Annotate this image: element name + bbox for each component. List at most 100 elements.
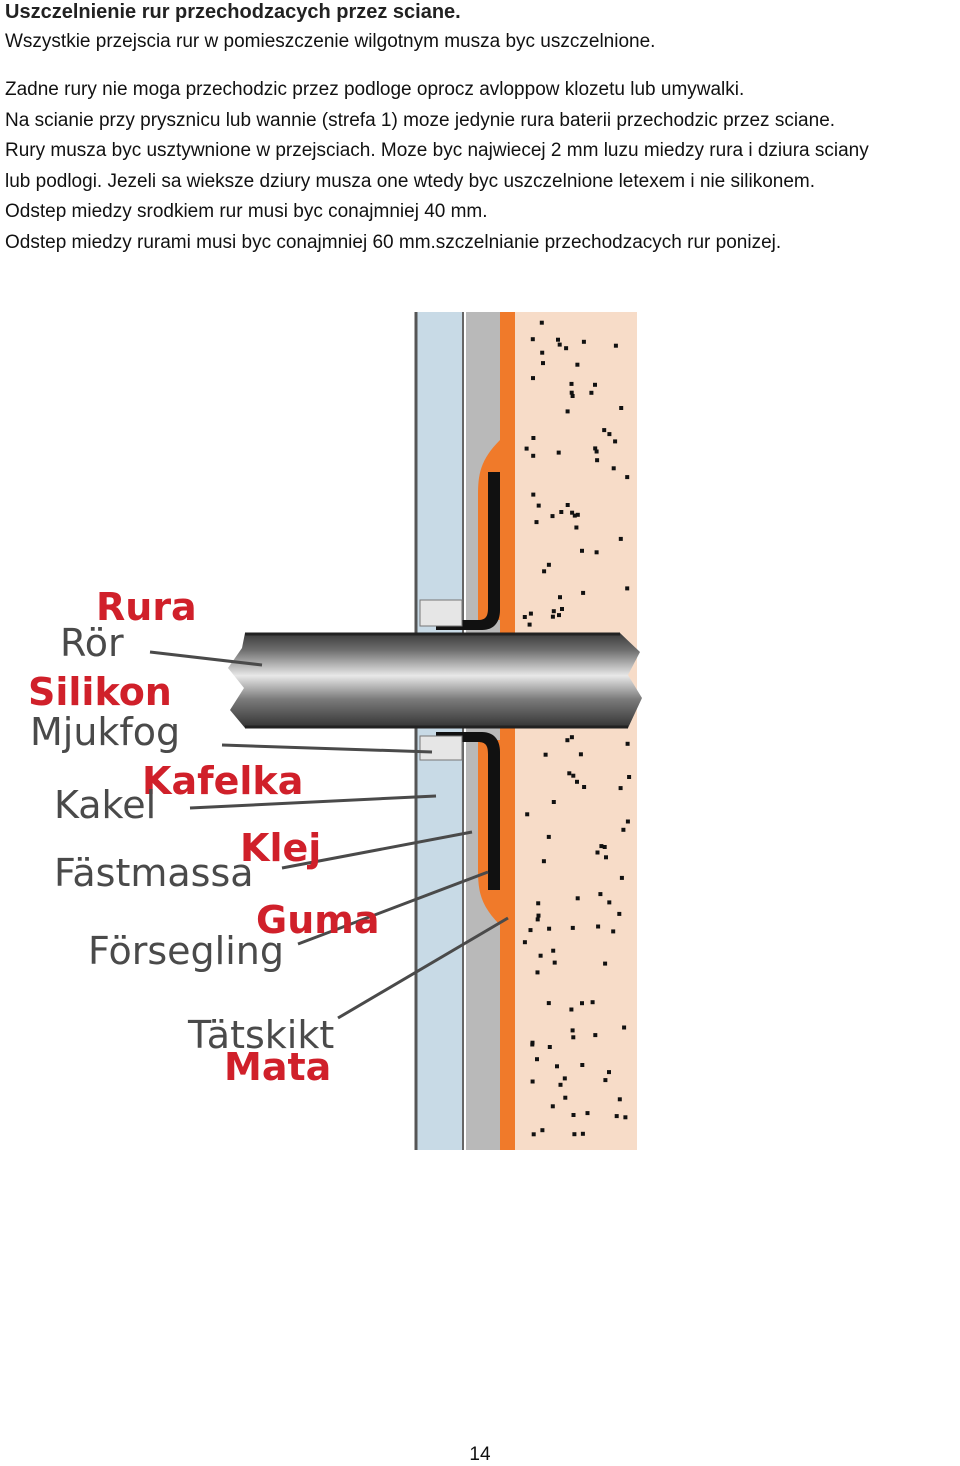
- text-line-7: Odstep miedzy rurami musi byc conajmniej…: [5, 232, 782, 253]
- wall-speckle: [551, 948, 556, 953]
- wall-speckle: [571, 1113, 576, 1117]
- wall-speckle: [550, 614, 555, 619]
- wall-speckle: [619, 875, 624, 880]
- label-klej: Klej: [240, 826, 321, 870]
- wall-speckle: [536, 913, 541, 918]
- wall-speckle: [607, 900, 612, 905]
- wall-speckle: [611, 929, 616, 934]
- wall-speckle: [603, 1078, 608, 1083]
- wall-speckle: [541, 361, 545, 366]
- wall-speckle: [569, 381, 574, 386]
- wall-speckle: [603, 961, 608, 966]
- wall-speckle: [607, 1070, 611, 1075]
- wall-speckle: [617, 911, 622, 916]
- wall-speckle: [578, 752, 583, 757]
- membrane-layer: [500, 312, 515, 1150]
- wall-speckle: [531, 436, 536, 440]
- wall-speckle: [558, 595, 562, 600]
- wall-speckle: [557, 342, 562, 347]
- wall-speckle: [530, 337, 535, 342]
- wall-speckle: [556, 450, 561, 455]
- leader-lines: [149, 650, 509, 1020]
- wall-speckle: [535, 917, 540, 922]
- wall-speckle: [602, 845, 607, 849]
- wall-speckle: [538, 953, 543, 958]
- leader-forsegling: [297, 870, 489, 946]
- wall-speckle: [527, 622, 532, 627]
- page-number: 14: [469, 1444, 491, 1465]
- wall-speckle: [607, 432, 612, 437]
- wall-speckle: [627, 775, 632, 779]
- label-mjukfog: Mjukfog: [30, 710, 180, 754]
- wall-speckle: [528, 611, 533, 616]
- wall-speckle: [570, 510, 575, 515]
- wall-speckle: [625, 741, 630, 746]
- wall-speckle: [594, 449, 599, 454]
- seal-upper: [436, 472, 500, 630]
- wall-speckle: [598, 892, 603, 897]
- wall-speckle: [618, 536, 623, 541]
- wall-speckle: [602, 428, 607, 433]
- wall-speckle: [575, 779, 579, 784]
- leader-kakel: [189, 794, 437, 810]
- wall-speckle: [531, 492, 536, 497]
- wall-speckle: [569, 1007, 574, 1012]
- text-line-1: Wszystkie przejscia rur w pomieszczenie …: [5, 31, 656, 52]
- wall-speckle: [522, 615, 527, 619]
- wall-speckle: [622, 1025, 627, 1030]
- wall-speckle: [572, 1132, 577, 1137]
- wall-speckle: [623, 1115, 628, 1120]
- leader-ror: [149, 650, 263, 667]
- text-line-2: Zadne rury nie moga przechodzic przez po…: [5, 79, 745, 100]
- label-tatskikt: Tätskikt: [187, 1013, 334, 1057]
- wall-speckle: [625, 819, 630, 824]
- wall-speckle: [621, 827, 626, 832]
- wall-speckle: [618, 786, 623, 791]
- text-line-3: Na scianie przy prysznicu lub wannie (st…: [5, 110, 836, 131]
- wall-speckle: [557, 613, 561, 618]
- wall-layer: [515, 312, 637, 1150]
- wall-speckle: [563, 1095, 568, 1100]
- wall-speckle: [524, 446, 529, 451]
- label-silikon: Silikon: [28, 670, 172, 714]
- text-line-5: lub podlogi. Jezeli sa wieksze dziury mu…: [5, 171, 815, 192]
- wall-speckle: [551, 609, 556, 614]
- wall-speckle: [540, 1128, 545, 1133]
- label-mata: Mata: [224, 1045, 331, 1089]
- wall-speckle: [541, 859, 546, 864]
- tile-layer: [416, 312, 462, 1150]
- wall-speckle: [555, 1064, 559, 1069]
- wall-speckle: [571, 773, 576, 778]
- wall-speckle: [539, 320, 544, 325]
- adhesive-layer: [466, 312, 500, 1150]
- wall-speckle: [585, 1111, 590, 1116]
- diagram-svg: Rura Rör Silikon Mjukfog Kafelka Kakel K…: [28, 312, 642, 1150]
- wall-speckle: [547, 926, 552, 931]
- wall-speckle: [550, 514, 555, 519]
- wall-speckle: [556, 337, 560, 342]
- wall-speckle: [594, 550, 599, 555]
- label-kakel: Kakel: [54, 783, 156, 827]
- leader-mjukfog: [221, 743, 433, 754]
- wall-speckle: [525, 812, 530, 817]
- wall-speckle: [581, 339, 586, 344]
- wall-speckle: [575, 512, 580, 517]
- label-fastmassa: Fästmassa: [54, 851, 254, 895]
- wall-speckle: [575, 896, 580, 901]
- wall-speckle: [611, 466, 616, 471]
- wall-speckle: [580, 1063, 585, 1067]
- wall-speckle: [580, 1131, 585, 1136]
- wall-speckle: [542, 569, 547, 574]
- label-kafelka: Kafelka: [142, 759, 303, 803]
- wall-speckle: [530, 1079, 535, 1084]
- wall-speckle: [614, 1114, 619, 1119]
- wall-speckle: [581, 590, 586, 595]
- label-ror: Rör: [60, 621, 124, 665]
- wall-speckle: [580, 548, 584, 553]
- wall-speckle: [530, 1042, 535, 1047]
- wall-speckle: [565, 409, 570, 414]
- page-title: Uszczelnienie rur przechodzacych przez s…: [5, 1, 461, 23]
- wall-speckle: [574, 525, 579, 530]
- wall-speckle: [522, 940, 527, 945]
- wall-speckle: [589, 390, 594, 395]
